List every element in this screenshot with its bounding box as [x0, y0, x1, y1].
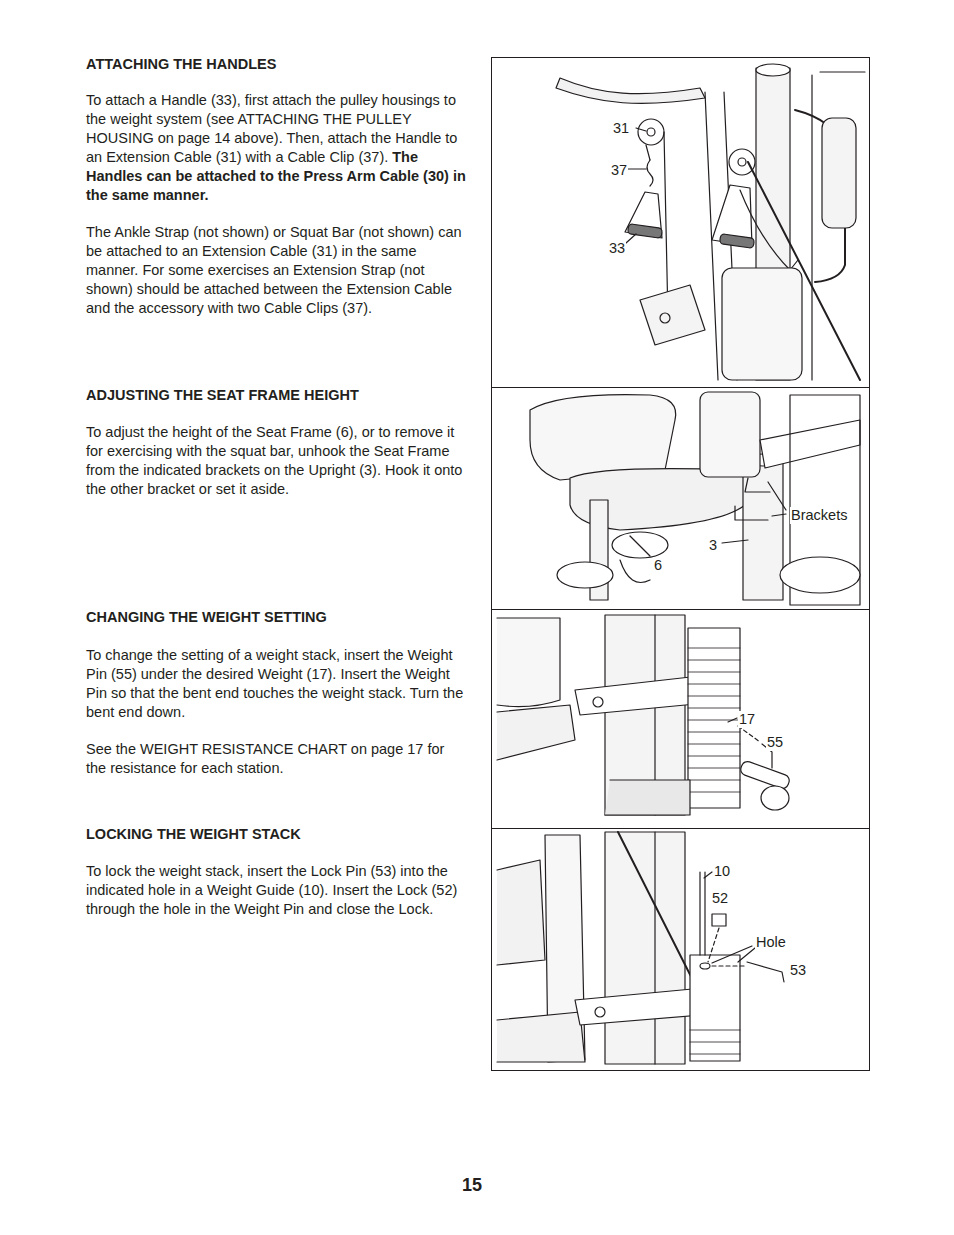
body-text: The Ankle Strap (not shown) or Squat Bar…: [86, 224, 462, 316]
illustration-panel: 31 37 33: [491, 57, 870, 388]
body-text: To lock the weight stack, insert the Loc…: [86, 863, 457, 917]
text-paragraph: To lock the weight stack, insert the Loc…: [86, 862, 466, 919]
text-paragraph: LOCKING THE WEIGHT STACK: [86, 825, 466, 844]
callout-number: 33: [608, 240, 626, 257]
callout-number: 55: [766, 734, 784, 751]
weight-lock-illustration: [497, 832, 784, 1064]
text-paragraph: To adjust the height of the Seat Frame (…: [86, 423, 466, 499]
section-heading: ADJUSTING THE SEAT FRAME HEIGHT: [86, 387, 359, 403]
text-paragraph: The Ankle Strap (not shown) or Squat Bar…: [86, 223, 466, 318]
callout-number: 6: [653, 557, 663, 574]
section-heading: CHANGING THE WEIGHT SETTING: [86, 609, 327, 625]
section-heading: LOCKING THE WEIGHT STACK: [86, 826, 301, 842]
section-heading: 15: [462, 1175, 482, 1195]
handle-illustration: [556, 64, 865, 380]
callout-number: 17: [738, 711, 756, 728]
section-heading: ATTACHING THE HANDLES: [86, 56, 276, 72]
illustration-panel: 10 52Hole53: [491, 828, 870, 1071]
text-paragraph: 15: [462, 1176, 502, 1195]
text-paragraph: To change the setting of a weight stack,…: [86, 646, 466, 722]
callout-number: 53: [789, 962, 807, 979]
text-paragraph: ADJUSTING THE SEAT FRAME HEIGHT: [86, 386, 466, 405]
seat-frame-illustration: [530, 392, 860, 605]
text-paragraph: ATTACHING THE HANDLES: [86, 55, 466, 74]
callout-label: Brackets: [790, 507, 848, 524]
text-paragraph: See the WEIGHT RESISTANCE CHART on page …: [86, 740, 466, 778]
callout-number: 52: [711, 890, 729, 907]
body-text: To adjust the height of the Seat Frame (…: [86, 424, 462, 497]
text-paragraph: To attach a Handle (33), first attach th…: [86, 91, 466, 205]
callout-label: Hole: [755, 934, 787, 951]
illustration-panel: 1755: [491, 609, 870, 829]
body-text: See the WEIGHT RESISTANCE CHART on page …: [86, 741, 444, 776]
weight-setting-illustration: [497, 615, 791, 815]
callout-number: 31: [612, 120, 630, 137]
text-paragraph: CHANGING THE WEIGHT SETTING: [86, 608, 466, 627]
callout-number: 37: [610, 162, 628, 179]
callout-number: 3: [708, 537, 718, 554]
illustration-panel: Brackets 3 6: [491, 387, 870, 610]
body-text: To change the setting of a weight stack,…: [86, 647, 463, 720]
callout-number: 10: [713, 863, 731, 880]
